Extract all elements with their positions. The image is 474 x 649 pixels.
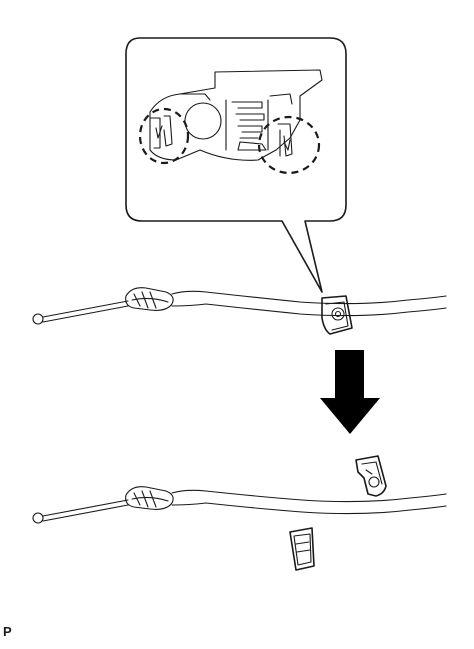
clip-detail-drawing (149, 69, 323, 161)
claw-highlight-right (257, 115, 321, 175)
claw-highlight-left (138, 107, 190, 165)
cable-end-ball (32, 512, 44, 524)
removed-clip-upper (355, 455, 387, 497)
cable-sheath (171, 489, 447, 503)
down-arrow-icon (320, 350, 380, 434)
cable-rod (42, 499, 129, 522)
cable-assembly-after (32, 455, 447, 571)
cable-end-ball (32, 313, 44, 325)
removed-clip-lower (289, 527, 315, 571)
cable-assembly-before (32, 287, 447, 335)
cable-end-fitting (125, 486, 174, 510)
cable-end-fitting (125, 287, 174, 311)
cable-clip-attached (321, 295, 353, 335)
reference-code: P (3, 624, 13, 639)
callout-box (125, 37, 347, 293)
cable-sheath (171, 290, 447, 305)
cable-rod (42, 300, 129, 323)
detail-callout (125, 37, 347, 293)
